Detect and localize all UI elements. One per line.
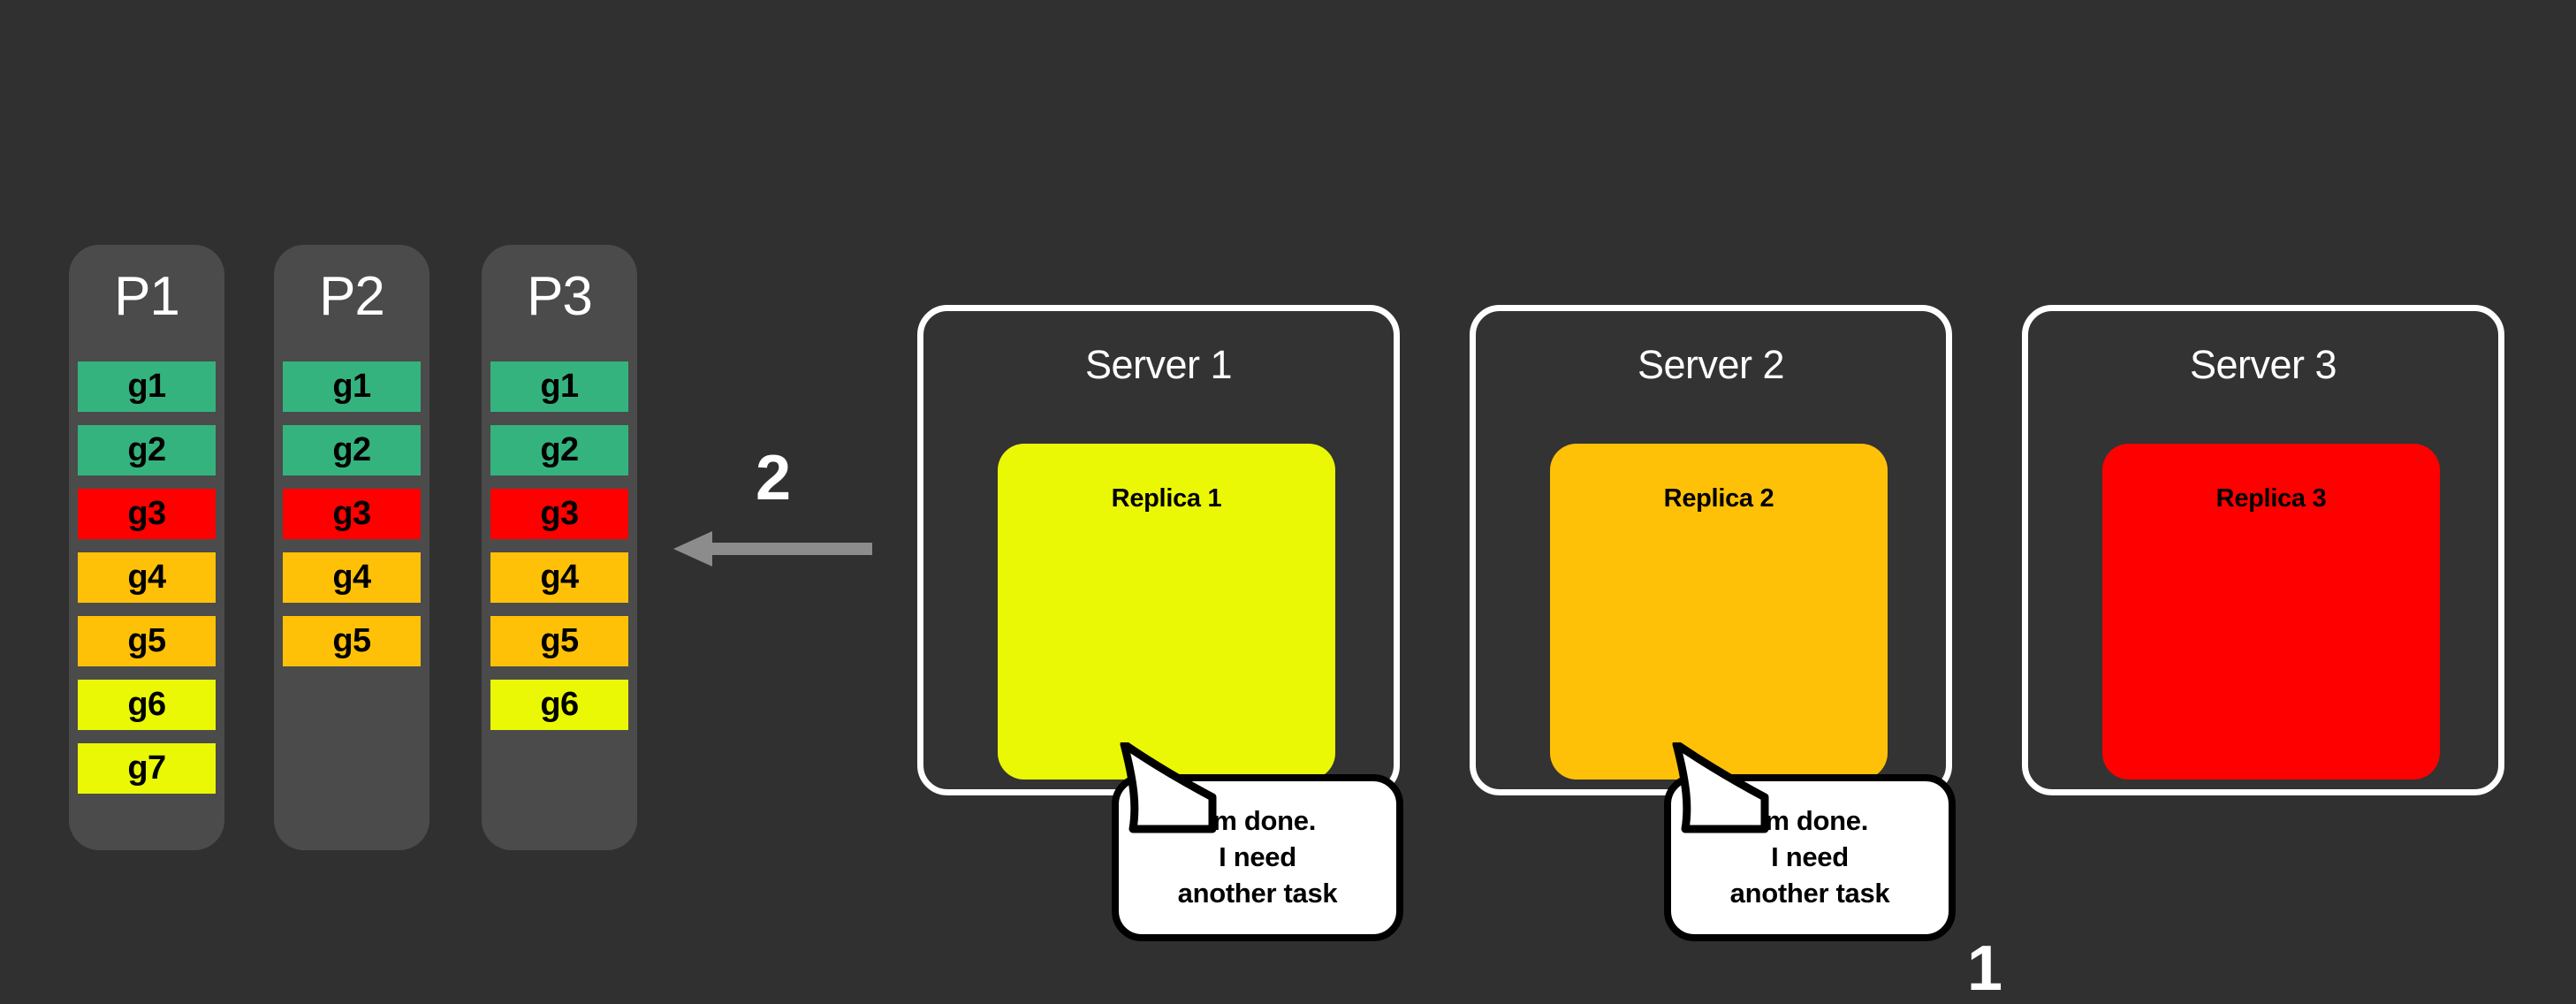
partition-block: g1 xyxy=(78,361,216,412)
speech-bubble-tail-icon xyxy=(1120,742,1217,833)
partition-block-label: g2 xyxy=(127,431,166,468)
partition-block-list: g1 g2 g3 g4 g5 xyxy=(283,361,421,680)
replica-box: Replica 3 xyxy=(2102,444,2440,780)
partition-block-label: g2 xyxy=(540,431,579,468)
partition-block: g2 xyxy=(283,425,421,475)
speech-bubble-body: I'm done. I need another task xyxy=(1112,774,1403,941)
replica-label: Replica 2 xyxy=(1663,484,1774,513)
replica-label: Replica 1 xyxy=(1111,484,1222,513)
partition-block: g3 xyxy=(490,489,628,539)
partition-block: g4 xyxy=(283,552,421,603)
partition-block: g2 xyxy=(490,425,628,475)
partition-block: g2 xyxy=(78,425,216,475)
replica-label: Replica 3 xyxy=(2215,484,2327,513)
partition-block: g1 xyxy=(490,361,628,412)
partition-block: g5 xyxy=(283,616,421,666)
partition-block-label: g1 xyxy=(127,368,166,405)
partition-block-label: g1 xyxy=(332,368,371,405)
step-number-2: 2 xyxy=(756,443,792,513)
speech-bubble-line: I need xyxy=(1219,841,1296,873)
partition-block: g4 xyxy=(490,552,628,603)
speech-bubble-line: I'm done. xyxy=(1198,805,1317,837)
partition-title: P3 xyxy=(527,266,593,327)
partition-block-label: g6 xyxy=(540,686,579,723)
replica-box: Replica 1 xyxy=(998,444,1335,780)
partition-block-list: g1 g2 g3 g4 g5 g6 xyxy=(490,361,628,743)
speech-bubble-tail-icon xyxy=(1672,742,1769,833)
partition-block: g6 xyxy=(490,680,628,730)
partition-block-label: g1 xyxy=(540,368,579,405)
arrow-icon xyxy=(673,531,872,567)
partition-p3: P3 g1 g2 g3 g4 g5 g6 xyxy=(482,245,637,850)
partition-block-label: g7 xyxy=(127,749,166,787)
partition-block: g5 xyxy=(78,616,216,666)
partition-p2: P2 g1 g2 g3 g4 g5 xyxy=(274,245,429,850)
partition-block: g6 xyxy=(78,680,216,730)
partition-block-label: g5 xyxy=(127,622,166,659)
partition-block-label: g6 xyxy=(127,686,166,723)
server-3: Server 3 Replica 3 xyxy=(2022,305,2504,795)
partition-block-list: g1 g2 g3 g4 g5 g6 g7 xyxy=(78,361,216,807)
partition-block-label: g3 xyxy=(540,495,579,532)
partition-title: P2 xyxy=(319,266,385,327)
speech-bubble-server-2: I'm done. I need another task xyxy=(1664,742,1956,941)
speech-bubble-line: another task xyxy=(1729,877,1890,909)
partition-block: g3 xyxy=(78,489,216,539)
partition-block-label: g3 xyxy=(127,495,166,532)
partition-block-label: g4 xyxy=(127,559,166,596)
step-number-1: 1 xyxy=(1967,933,2003,1004)
server-title: Server 2 xyxy=(1637,342,1785,387)
partition-block-label: g4 xyxy=(332,559,371,596)
partition-block: g5 xyxy=(490,616,628,666)
replica-box: Replica 2 xyxy=(1550,444,1888,780)
partition-block-label: g2 xyxy=(332,431,371,468)
speech-bubble-line: I'm done. xyxy=(1751,805,1869,837)
partition-block: g7 xyxy=(78,743,216,794)
speech-bubble-line: another task xyxy=(1177,877,1338,909)
partition-title: P1 xyxy=(114,266,180,327)
flow-arrow-left xyxy=(673,530,872,567)
server-title: Server 3 xyxy=(2189,342,2337,387)
speech-bubble-server-1: I'm done. I need another task xyxy=(1112,742,1403,941)
partition-p1: P1 g1 g2 g3 g4 g5 g6 g7 xyxy=(69,245,224,850)
server-title: Server 1 xyxy=(1084,342,1233,387)
partition-block-label: g3 xyxy=(332,495,371,532)
partition-block-label: g4 xyxy=(540,559,579,596)
partition-block: g1 xyxy=(283,361,421,412)
server-2: Server 2 Replica 2 xyxy=(1470,305,1952,795)
partition-block: g4 xyxy=(78,552,216,603)
server-1: Server 1 Replica 1 xyxy=(917,305,1400,795)
speech-bubble-line: I need xyxy=(1771,841,1849,873)
partition-block: g3 xyxy=(283,489,421,539)
partition-block-label: g5 xyxy=(332,622,371,659)
partition-block-label: g5 xyxy=(540,622,579,659)
